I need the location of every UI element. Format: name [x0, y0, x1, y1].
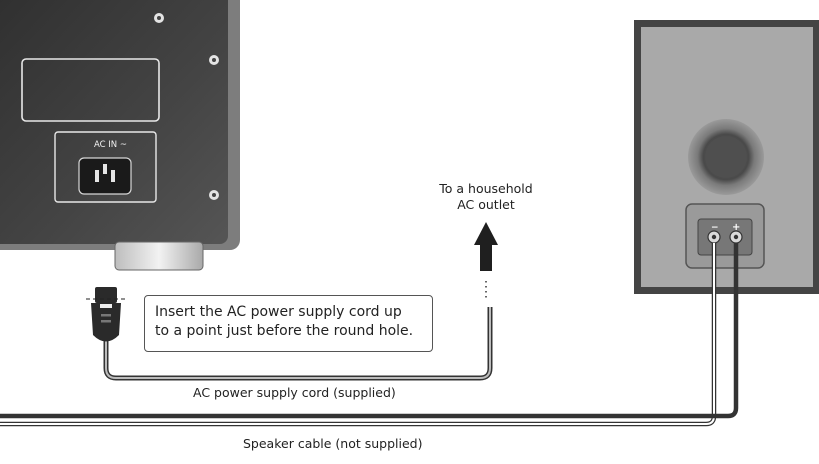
speaker: − + — [634, 20, 819, 294]
power-plug-icon — [86, 287, 127, 342]
power-cord-label: AC power supply cord (supplied) — [193, 385, 396, 400]
outlet-label: To a household AC outlet — [434, 181, 538, 213]
terminal-recess — [697, 218, 753, 256]
main-unit — [0, 0, 240, 271]
insertion-callout: Insert the AC power supply cord up to a … — [144, 295, 433, 352]
panel-label-area — [21, 58, 160, 122]
main-unit-panel — [0, 0, 228, 244]
outlet-label-line2: AC outlet — [457, 197, 515, 212]
power-cord — [103, 307, 493, 381]
unit-foot — [114, 241, 204, 271]
terminal-plus-label: + — [732, 222, 740, 233]
up-arrow-icon — [474, 222, 498, 271]
callout-line2: to a point just before the round hole. — [155, 323, 414, 339]
callout-line1: Insert the AC power supply cord up — [155, 304, 402, 320]
ac-in-label: AC IN ~ — [94, 140, 127, 150]
speaker-woofer-icon — [688, 119, 764, 195]
ac-inlet-frame — [54, 131, 157, 203]
speaker-cable — [0, 243, 739, 427]
screw-icon — [209, 55, 219, 65]
speaker-cable-label: Speaker cable (not supplied) — [243, 436, 423, 451]
outlet-label-line1: To a household — [439, 181, 533, 196]
ac-inlet-icon — [78, 157, 132, 195]
screw-icon — [209, 190, 219, 200]
screw-icon — [154, 13, 164, 23]
terminal-minus-label: − — [711, 223, 719, 233]
